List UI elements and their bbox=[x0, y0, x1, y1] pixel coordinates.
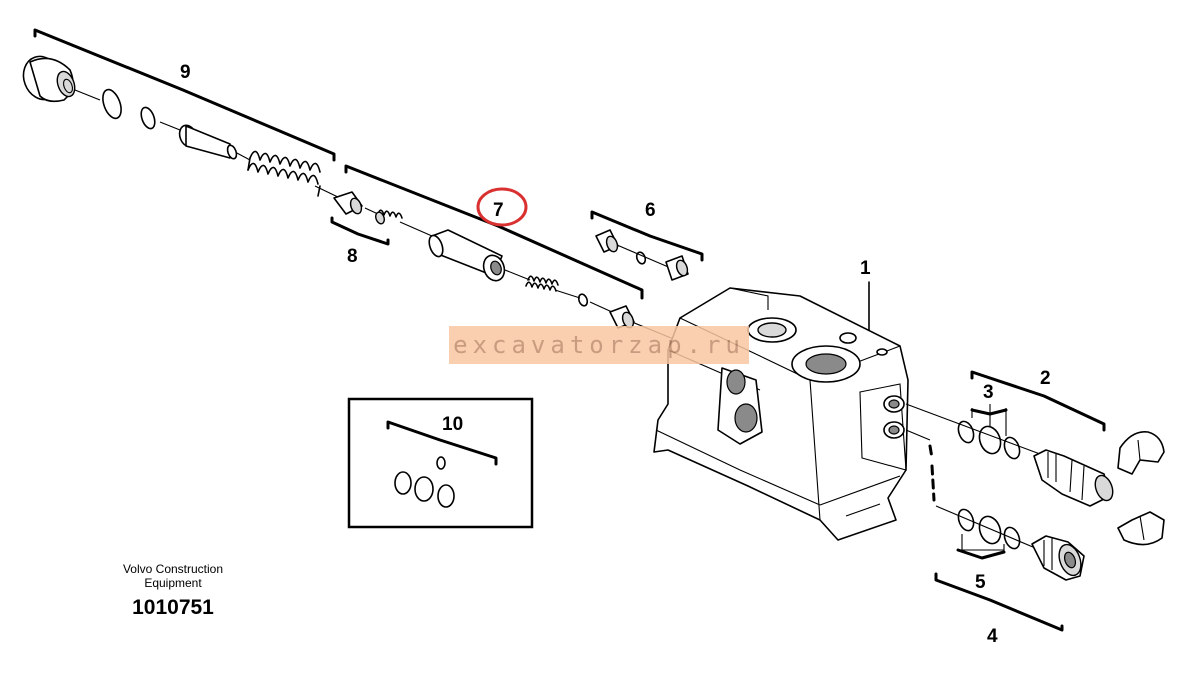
upper-seal-rings-part bbox=[957, 404, 1021, 460]
brand-line-2: Equipment bbox=[144, 576, 202, 590]
lower-seal-rings-part bbox=[957, 508, 1021, 551]
cap-part-upper bbox=[1117, 431, 1165, 475]
relief-valve-cartridge-part bbox=[1033, 449, 1114, 507]
brand-line-1: Volvo Construction bbox=[122, 562, 224, 576]
watermark-banner: excavatorzap.ru bbox=[449, 326, 749, 364]
callout-8: 8 bbox=[347, 246, 358, 267]
highlight-circle bbox=[476, 187, 528, 227]
callout-6: 6 bbox=[645, 200, 656, 221]
brand-label: Volvo Construction Equipment bbox=[108, 562, 238, 590]
pilot-spring-part bbox=[525, 275, 559, 292]
cap-part-lower bbox=[1117, 511, 1165, 546]
seat-plug-part bbox=[609, 305, 635, 329]
document-number: 1010751 bbox=[132, 596, 214, 619]
inset-box-10 bbox=[347, 397, 534, 529]
callout-10: 10 bbox=[442, 414, 463, 435]
callout-7: 7 bbox=[493, 200, 504, 221]
upper-assembly-axis bbox=[69, 87, 677, 341]
callout-5: 5 bbox=[975, 572, 986, 593]
callout-9: 9 bbox=[180, 62, 191, 83]
spool-rod-part bbox=[178, 124, 238, 160]
callout-3: 3 bbox=[983, 382, 994, 403]
right-assembly-axes bbox=[905, 403, 1041, 551]
callout-4: 4 bbox=[987, 626, 998, 647]
callout-1: 1 bbox=[860, 258, 871, 279]
ball-part bbox=[577, 293, 589, 307]
callout-2: 2 bbox=[1040, 368, 1051, 389]
o-ring-part bbox=[102, 88, 156, 130]
valve-sleeve-part bbox=[428, 229, 506, 282]
small-spring-part bbox=[375, 209, 403, 225]
end-cap-part bbox=[22, 55, 76, 103]
plug-set-part bbox=[595, 229, 689, 281]
plug-part bbox=[333, 191, 363, 215]
plug-lower-part bbox=[1031, 535, 1085, 581]
spring-part bbox=[247, 150, 321, 197]
